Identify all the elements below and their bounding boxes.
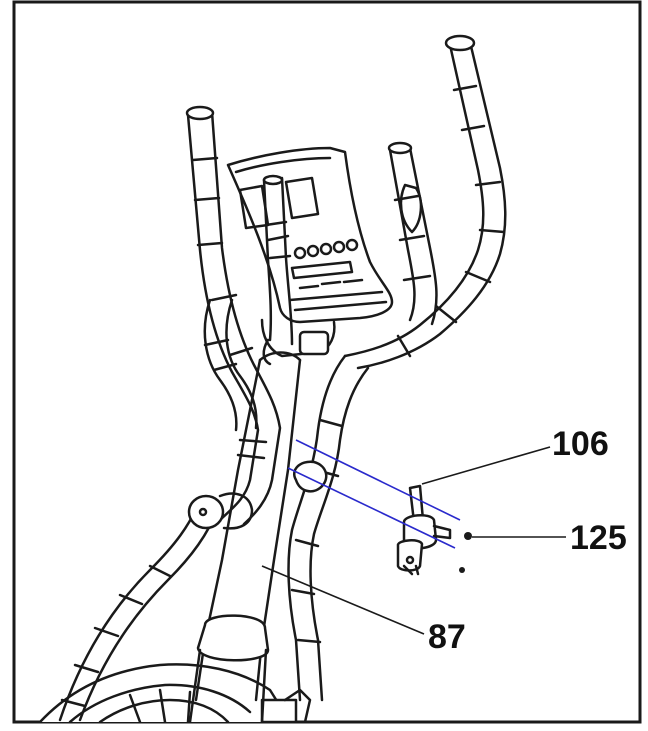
leader-87 bbox=[261, 565, 425, 635]
elliptical-frame-drawing bbox=[38, 34, 507, 724]
screw-icon bbox=[459, 567, 465, 573]
screw-125-icon bbox=[464, 532, 472, 540]
left-handlebar bbox=[185, 105, 282, 530]
callout-125: 125 bbox=[570, 519, 627, 557]
right-handlebar bbox=[343, 34, 507, 370]
base-housing bbox=[38, 663, 312, 724]
callout-87: 87 bbox=[428, 618, 466, 656]
console bbox=[226, 146, 394, 366]
leader-lines bbox=[261, 446, 566, 635]
right-moving-arm bbox=[287, 354, 370, 702]
diagram-border bbox=[12, 0, 642, 724]
upright-mast bbox=[188, 351, 302, 724]
screw-alignment-lines bbox=[287, 439, 461, 549]
leader-106 bbox=[421, 446, 551, 485]
center-handle-post bbox=[262, 174, 294, 346]
left-moving-arm bbox=[58, 498, 220, 722]
callout-106: 106 bbox=[552, 425, 609, 463]
left-lower-arm bbox=[203, 298, 258, 432]
sensor-bracket bbox=[396, 484, 452, 576]
rear-handlebar bbox=[387, 141, 438, 326]
